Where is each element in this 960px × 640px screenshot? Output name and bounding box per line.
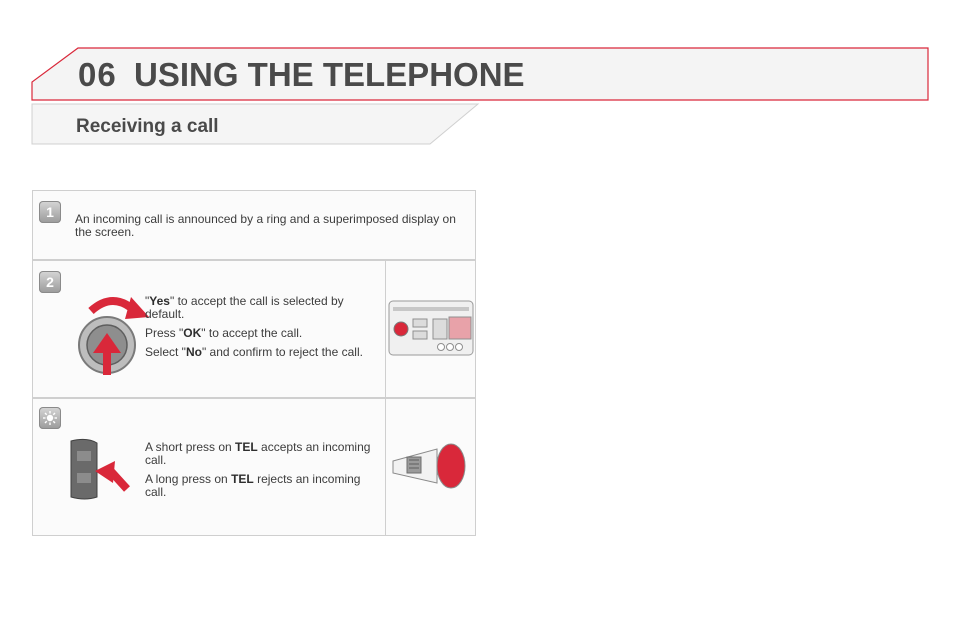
chapter-title: USING THE TELEPHONE bbox=[134, 56, 525, 93]
step-2-panel: 2 "Yes" to accept the call is selected b… bbox=[32, 260, 476, 398]
step-2-line-3: Select "No" and confirm to reject the ca… bbox=[145, 345, 363, 359]
step-2-badge: 2 bbox=[39, 271, 61, 293]
step-3-line-1: A short press on TEL accepts an incoming… bbox=[145, 440, 371, 467]
image-divider bbox=[385, 399, 386, 535]
chapter-number: 06 bbox=[78, 56, 117, 93]
step-3-text: A short press on TEL accepts an incoming… bbox=[145, 441, 381, 505]
step-2-line-1: "Yes" to accept the call is selected by … bbox=[145, 294, 344, 321]
chapter-header-banner bbox=[31, 47, 929, 101]
step-2-line-2: Press "OK" to accept the call. bbox=[145, 326, 303, 340]
step-1-panel: 1 An incoming call is announced by a rin… bbox=[32, 190, 476, 260]
image-divider bbox=[385, 261, 386, 397]
tip-icon bbox=[39, 407, 61, 429]
steering-control-icon bbox=[70, 438, 130, 500]
step-3-line-2: A long press on TEL rejects an incoming … bbox=[145, 472, 361, 499]
radio-panel-icon bbox=[388, 300, 474, 356]
section-banner bbox=[31, 103, 480, 145]
step-1-badge: 1 bbox=[39, 201, 61, 223]
step-2-text: "Yes" to accept the call is selected by … bbox=[145, 295, 373, 365]
section-title: Receiving a call bbox=[76, 116, 219, 137]
step-1-text: An incoming call is announced by a ring … bbox=[75, 212, 456, 239]
step-3-panel: A short press on TEL accepts an incoming… bbox=[32, 398, 476, 536]
rotary-knob-icon bbox=[78, 297, 149, 375]
tel-stalk-icon bbox=[392, 443, 466, 489]
